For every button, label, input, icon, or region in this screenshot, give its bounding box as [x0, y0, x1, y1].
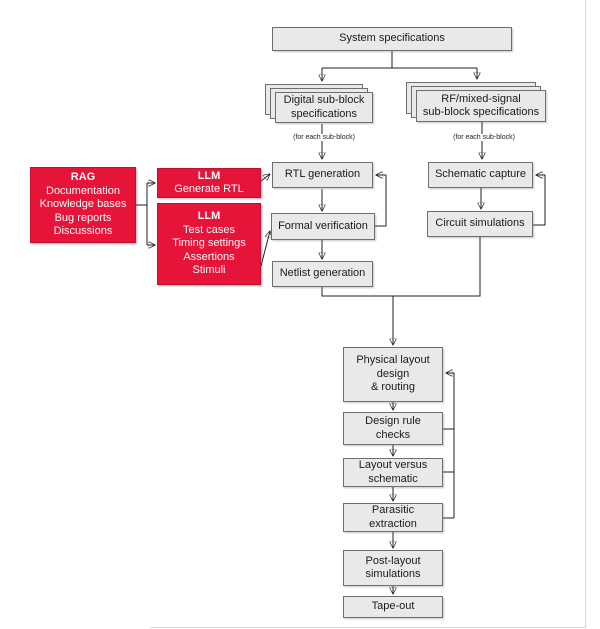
label-for-each-subblock-right: (for each sub-block) [442, 134, 526, 141]
llm-generate-rtl-title: LLM [197, 169, 221, 182]
node-design-rule-checks: Design rule checks [343, 412, 443, 445]
node-netlist-generation: Netlist generation [272, 261, 373, 287]
connector-backend-feedback-stubs [443, 428, 454, 519]
node-formal-verification: Formal verification [271, 213, 375, 240]
connector-netlist-circuit-merge [321, 237, 481, 297]
node-rf-mixed-signal-subblock-specifications: RF/mixed-signal sub-block specifications [416, 90, 546, 122]
image-frame-border-bottom [150, 627, 586, 628]
arrow-backend-feedback-to-physical [446, 373, 455, 518]
node-rag: RAG Documentation Knowledge bases Bug re… [30, 167, 136, 243]
node-parasitic-extraction: Parasitic extraction [343, 503, 443, 532]
node-tape-out: Tape-out [343, 596, 443, 618]
arrow-formal-feedback-to-rtl [374, 175, 387, 227]
llm-generate-rtl-body: Generate RTL [174, 183, 244, 195]
node-schematic-capture: Schematic capture [428, 162, 533, 188]
node-llm-generate-rtl: LLM Generate RTL [157, 168, 261, 198]
llm-testbench-title: LLM [197, 210, 221, 223]
arrow-circuit-feedback-to-schematic [533, 175, 546, 226]
node-rtl-generation: RTL generation [272, 162, 373, 188]
llm-testbench-body: Test cases Timing settings Assertions St… [172, 223, 246, 277]
arrow-llm-testbench-to-formal [260, 231, 270, 267]
node-physical-layout-design-routing: Physical layout design & routing [343, 347, 443, 402]
node-circuit-simulations: Circuit simulations [427, 211, 533, 237]
rag-body: Documentation Knowledge bases Bug report… [39, 184, 127, 238]
node-post-layout-simulations: Post-layout simulations [343, 550, 443, 586]
label-for-each-subblock-left: (for each sub-block) [282, 134, 366, 141]
node-system-specifications: System specifications [272, 27, 512, 51]
node-layout-versus-schematic: Layout versus schematic [343, 458, 443, 487]
rag-title: RAG [70, 171, 96, 184]
node-llm-testbench: LLM Test cases Timing settings Assertion… [157, 203, 261, 285]
node-digital-subblock-specifications: Digital sub-block specifications [275, 92, 373, 123]
arrow-llm-rtl-to-rtl-generation [260, 174, 270, 182]
